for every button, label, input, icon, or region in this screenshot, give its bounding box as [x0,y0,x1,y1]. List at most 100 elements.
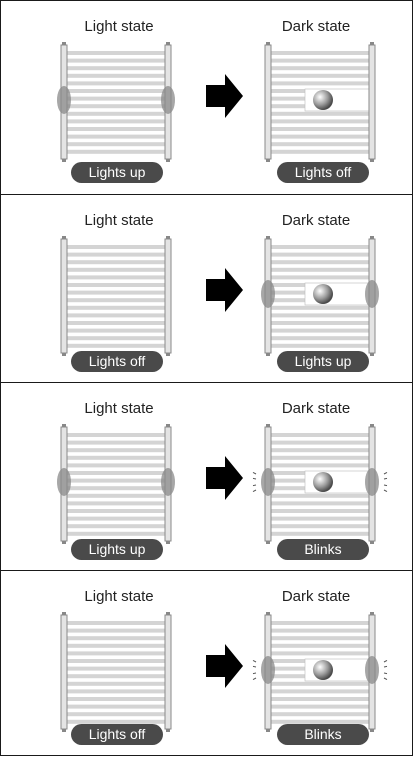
beam-line [269,681,371,686]
panel-3: Light state Dark state Lights up Blinks [0,382,413,571]
panel-4: Light state Dark state Lights off Blinks [0,570,413,756]
panel-4-drawing [60,612,388,732]
blink-mark [252,659,257,663]
emitter-post [264,44,272,160]
beam-line [269,111,371,116]
dark-state-title: Dark state [281,212,351,229]
post-cap [370,541,374,544]
blink-mark [383,477,388,480]
post-cap [62,541,66,544]
beam-line [65,134,167,139]
post-cap [266,159,270,162]
beam-line [65,81,167,86]
dark-state-indicator-label: Blinks [277,724,369,745]
p2r-light-curtain-icon [252,424,388,544]
beam-line [65,636,167,641]
post-cap [166,541,170,544]
beam-line [269,51,371,55]
post-cap [370,159,374,162]
beam-line [65,471,167,475]
indicator-glow [57,86,71,114]
dark-state-title: Dark state [281,588,351,605]
blink-mark [383,484,388,487]
beam-line [65,531,167,536]
ball-icon [313,660,333,680]
beam-line [65,448,167,453]
beam-line [65,111,167,116]
beam-line [65,66,167,71]
beam-line [65,463,167,468]
beam-line [65,58,167,63]
post-cap [266,424,270,427]
beam-line [269,697,371,701]
p3l-light-curtain-icon [60,612,172,732]
post-cap [62,612,66,615]
beam-line [269,73,371,78]
post-cap [370,42,374,45]
beam-line [269,448,371,453]
beam-line [65,697,167,701]
beam-line [65,96,167,101]
beam-line [269,245,371,249]
beam-line [65,666,167,671]
light-state-title: Light state [84,588,154,605]
beam-line [65,149,167,154]
receiver-post [164,238,172,354]
post-cap [166,353,170,356]
post-cap [370,353,374,356]
beam-line [65,455,167,460]
beam-line [65,621,167,625]
beam-line [65,51,167,55]
dark-state-title: Dark state [281,18,351,35]
right-arrow-icon [206,74,243,118]
beam-line [269,493,371,498]
beam-line [65,643,167,648]
beam-line [65,440,167,445]
beam-line [269,321,371,325]
beam-line [269,313,371,318]
panel-1: Light state Dark state Lights up Lights … [0,0,413,195]
receiver-post [164,614,172,730]
p3r-light-curtain-icon [252,612,388,732]
beam-line [269,509,371,513]
right-arrow-icon [206,456,243,500]
beam-line [65,313,167,318]
emitter-post [60,614,68,730]
beam-line [269,305,371,310]
beam-line [269,651,371,656]
beam-line [65,674,167,679]
p1r-light-curtain-icon [261,236,379,356]
beam-line [65,628,167,633]
blink-mark [252,484,257,487]
beam-line [65,305,167,310]
beam-line [269,66,371,71]
beam-line [65,516,167,521]
blink-mark [252,665,257,668]
beam-line [65,343,167,348]
beam-line [65,260,167,265]
beam-line [269,621,371,625]
beam-line [269,433,371,437]
beam-line [65,524,167,529]
post-cap [166,612,170,615]
beam-line [269,343,371,348]
blink-mark [252,489,257,493]
beam-line [65,681,167,686]
beam-line [269,142,371,147]
beam-line [269,81,371,86]
beam-line [269,463,371,468]
beam-line [65,493,167,498]
light-state-title: Light state [84,400,154,417]
light-state-indicator-label: Lights up [71,539,163,560]
beam-line [269,689,371,694]
beam-line [269,712,371,717]
beam-line [65,659,167,663]
beam-line [269,134,371,139]
indicator-glow [161,86,175,114]
beam-line [65,509,167,513]
post-cap [266,236,270,239]
post-cap [266,612,270,615]
indicator-glow [365,280,379,308]
beam-line [65,119,167,124]
